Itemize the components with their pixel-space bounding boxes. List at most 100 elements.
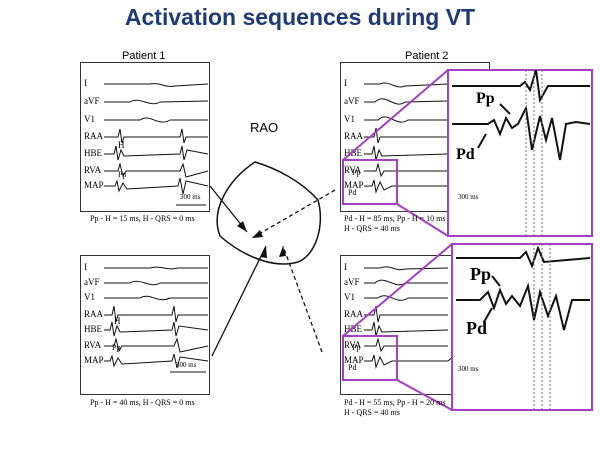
- trace-I: [364, 266, 449, 271]
- trace-RAA: [104, 305, 208, 323]
- panel-caption: Pd - H = 85 ms, Pp - H = 10 ms: [344, 214, 446, 223]
- lead-label-aVF: aVF: [344, 96, 360, 106]
- trace-MAP: [104, 353, 209, 369]
- inset-pd-label: Pd: [466, 318, 488, 338]
- trace-MAP: [364, 354, 448, 369]
- highlight-connector: [342, 69, 449, 161]
- highlight-connector: [396, 203, 449, 237]
- arrow-patient1-bottom: [211, 245, 267, 357]
- lead-label-MAP: MAP: [84, 355, 104, 365]
- pd-label: Pd: [348, 188, 357, 197]
- lead-label-I: I: [84, 78, 87, 88]
- trace-V1: [364, 295, 448, 301]
- lead-label-RAA: RAA: [344, 309, 364, 319]
- slide-title: Activation sequences during VT: [124, 4, 476, 30]
- pp-label: Pp: [352, 343, 361, 352]
- lead-label-I: I: [344, 78, 347, 88]
- lead-label-HBE: HBE: [344, 324, 362, 334]
- lead-label-aVF: aVF: [84, 277, 100, 287]
- trace-HBE: [364, 321, 449, 337]
- inset-arrow: [477, 133, 487, 149]
- lead-label-RVA: RVA: [84, 340, 102, 350]
- scale-label: 300 ms: [458, 193, 479, 201]
- arrowhead: [252, 230, 263, 238]
- trace-RVA: [104, 337, 209, 353]
- scale-label: 300 ms: [176, 361, 197, 369]
- trace-RVA: [364, 162, 448, 178]
- highlight-connector: [396, 379, 453, 411]
- arrowhead: [237, 221, 247, 232]
- lead-label-I: I: [84, 262, 87, 272]
- trace-HBE: [104, 321, 209, 337]
- patient-1-label: Patient 1: [122, 50, 166, 62]
- inset-arrow: [491, 275, 501, 287]
- lead-label-MAP: MAP: [344, 180, 364, 190]
- lead-label-HBE: HBE: [84, 148, 102, 158]
- panel-caption: Pd - H = 55 ms, Pp - H = 20 ms: [344, 398, 446, 407]
- lead-label-I: I: [344, 262, 347, 272]
- inset-arrow: [483, 307, 493, 323]
- trace-V1: [104, 295, 208, 301]
- panel-caption: H - QRS = 40 ms: [344, 408, 400, 417]
- trace-RVA: [364, 337, 448, 353]
- view-label-rao: RAO: [250, 120, 279, 135]
- lead-label-V1: V1: [84, 292, 95, 302]
- h-label: H: [118, 140, 125, 150]
- trace-I: [364, 82, 449, 88]
- trace-RVA: [104, 162, 209, 178]
- trace-RAA: [364, 127, 448, 144]
- lead-label-HBE: HBE: [84, 324, 102, 334]
- highlight-box-top: [342, 159, 398, 205]
- trace-aVF: [104, 99, 209, 105]
- lead-label-V1: V1: [84, 114, 95, 124]
- pp-label: Pp: [352, 168, 361, 177]
- scale-label: 300 ms: [180, 193, 201, 201]
- trace-aVF: [364, 98, 449, 105]
- arrow-patient2-bottom: [282, 245, 323, 353]
- heart-outline: [216, 161, 322, 265]
- highlight-box-bottom: [342, 335, 398, 381]
- lead-label-RVA: RVA: [344, 165, 362, 175]
- patient-2-label: Patient 2: [405, 50, 449, 62]
- arrow-patient2-top: [251, 189, 336, 239]
- lead-label-aVF: aVF: [344, 277, 360, 287]
- pd-label: Pd: [348, 363, 357, 372]
- h-label: H: [114, 316, 121, 326]
- inset-pd-label: Pd: [456, 146, 475, 163]
- trace-HBE: [104, 145, 209, 161]
- lead-label-RAA: RAA: [344, 131, 364, 141]
- inset-pp-label: Pp: [476, 90, 495, 107]
- lead-label-V1: V1: [344, 114, 355, 124]
- lead-label-RAA: RAA: [84, 131, 104, 141]
- inset-box-top: [447, 69, 593, 237]
- arrowhead: [279, 246, 286, 257]
- inset-trace-lower: [456, 282, 590, 331]
- lead-label-RVA: RVA: [84, 165, 102, 175]
- panel-caption: Pp - H = 15 ms, H - QRS = 0 ms: [90, 214, 195, 223]
- trace-RAA: [104, 128, 208, 144]
- panel-caption: H - QRS = 40 ms: [344, 224, 400, 233]
- highlight-connector: [342, 243, 453, 337]
- lead-label-MAP: MAP: [84, 180, 104, 190]
- panel-caption: Pp - H = 40 ms, H - QRS = 0 ms: [90, 398, 195, 407]
- lead-label-V1: V1: [344, 292, 355, 302]
- trace-HBE: [364, 145, 449, 161]
- inset-trace-lower: [452, 104, 591, 161]
- arrowhead: [260, 246, 267, 258]
- inset-trace-upper: [456, 245, 591, 269]
- pp-label: Pp: [118, 170, 127, 179]
- inset-pp-label: Pp: [470, 264, 492, 284]
- trace-I: [104, 83, 209, 87]
- trace-RAA: [364, 305, 448, 323]
- lead-label-MAP: MAP: [344, 355, 364, 365]
- lead-label-RAA: RAA: [84, 309, 104, 319]
- pp-label: Pp: [112, 343, 121, 352]
- trace-V1: [364, 116, 448, 123]
- lead-label-HBE: HBE: [344, 148, 362, 158]
- lead-label-RVA: RVA: [344, 340, 362, 350]
- trace-MAP: [364, 179, 448, 194]
- trace-aVF: [104, 280, 208, 286]
- inset-trace-upper: [452, 69, 590, 104]
- scale-label: 300 ms: [458, 365, 479, 373]
